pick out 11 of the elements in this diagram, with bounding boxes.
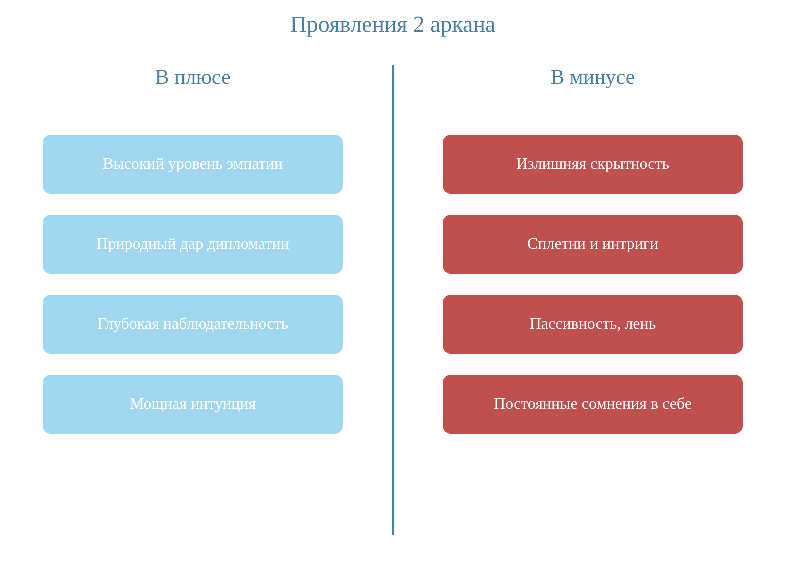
- weakness-box: Сплетни и интриги: [443, 215, 743, 274]
- strength-box: Мощная интуиция: [43, 375, 343, 434]
- strength-box: Природный дар дипломатии: [43, 215, 343, 274]
- strength-box: Высокий уровень эмпатии: [43, 135, 343, 194]
- column-heading: В плюсе: [154, 65, 232, 90]
- column-heading: В минусе: [550, 65, 636, 90]
- weakness-box: Постоянные сомнения в себе: [443, 375, 743, 434]
- strength-box: Глубокая наблюдательность: [43, 295, 343, 354]
- diagram-title: Проявления 2 аркана: [289, 12, 497, 38]
- weakness-box: Пассивность, лень: [443, 295, 743, 354]
- weakness-box: Излишняя скрытность: [443, 135, 743, 194]
